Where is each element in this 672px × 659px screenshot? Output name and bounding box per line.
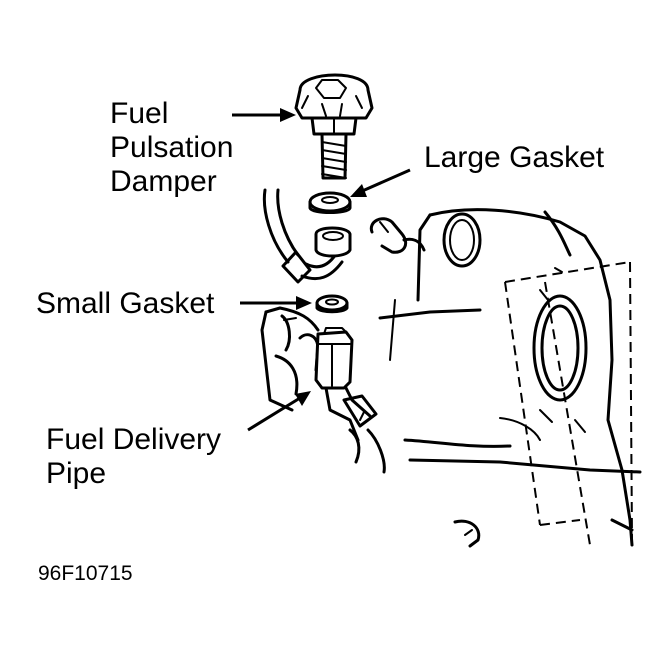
label-fuel-delivery-pipe-line1: Fuel Delivery bbox=[46, 423, 222, 456]
small-gasket bbox=[315, 294, 349, 314]
label-fuel-pulsation-damper-line2: Pulsation bbox=[110, 131, 234, 164]
figure-code: 96F10715 bbox=[38, 562, 133, 585]
label-fuel-pulsation-damper-line1: Fuel bbox=[110, 97, 169, 130]
label-fuel-pulsation-damper-line3: Damper bbox=[110, 165, 217, 198]
label-small-gasket: Small Gasket bbox=[36, 287, 215, 320]
leader-arrows bbox=[232, 108, 411, 432]
label-fuel-delivery-pipe-line2: Pipe bbox=[46, 457, 107, 490]
hose-clip bbox=[369, 217, 426, 254]
phantom-lines bbox=[504, 261, 633, 546]
fuel-delivery-pipe bbox=[260, 306, 386, 474]
fuel-hose bbox=[262, 188, 352, 284]
engine-block bbox=[378, 208, 642, 548]
label-large-gasket: Large Gasket bbox=[424, 141, 605, 174]
large-gasket bbox=[308, 191, 352, 214]
fuel-pulsation-damper bbox=[294, 73, 374, 180]
